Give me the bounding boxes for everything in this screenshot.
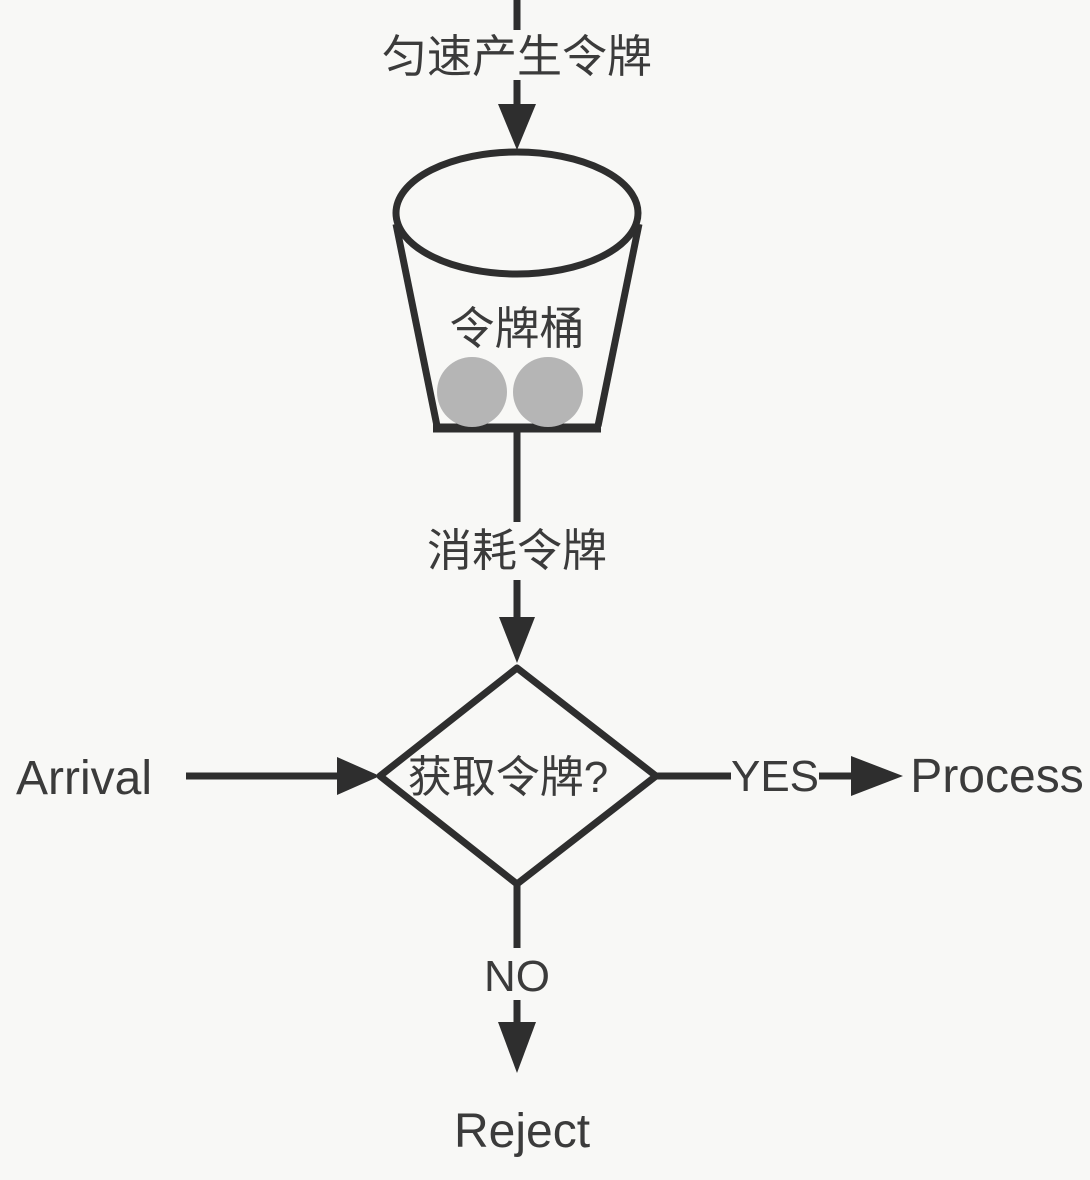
arrival-arrowhead-icon (337, 757, 380, 795)
token-bucket-shape: 令牌桶 (392, 148, 643, 433)
bucket-label: 令牌桶 (449, 303, 584, 354)
no-label: NO (484, 952, 550, 1001)
inflow-arrowhead-icon (498, 104, 536, 150)
bucket-left-side (392, 223, 441, 427)
arrival-label: Arrival (16, 752, 152, 805)
bucket-rim-ellipse (392, 148, 642, 278)
decision-label: 获取令牌? (408, 753, 608, 802)
consume-tokens-label: 消耗令牌 (427, 525, 607, 576)
generate-tokens-label: 匀速产生令牌 (382, 31, 652, 82)
consume-arrowhead-icon (499, 617, 535, 663)
token-circle (513, 357, 583, 427)
yes-arrowhead-icon (851, 756, 903, 796)
yes-label: YES (731, 752, 819, 801)
reject-label: Reject (454, 1105, 590, 1158)
process-label: Process (910, 750, 1083, 803)
bucket-right-side (594, 223, 643, 427)
no-arrowhead-icon (498, 1022, 536, 1073)
token-circle (437, 357, 507, 427)
